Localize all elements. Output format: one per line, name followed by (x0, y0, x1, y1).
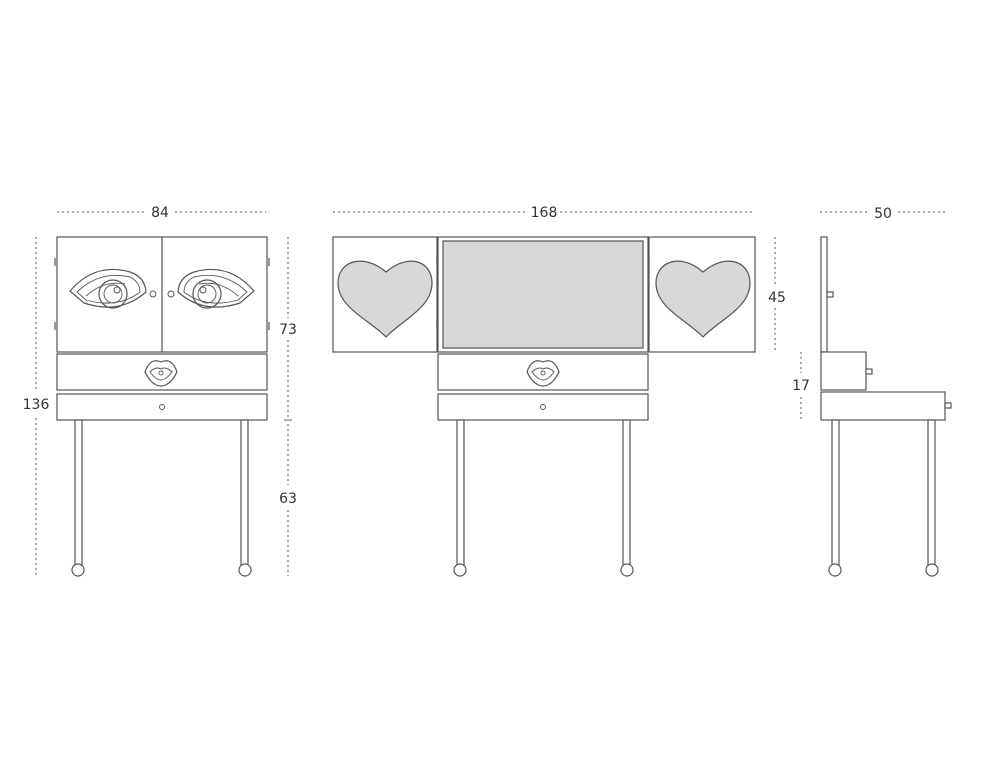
mirror-height-label: 45 (768, 290, 786, 306)
caster-wheel (620, 563, 634, 577)
depth-label: 50 (874, 206, 892, 222)
base-side (820, 391, 946, 421)
drawer-height-label: 17 (792, 378, 810, 394)
caster-wheel (453, 563, 467, 577)
lips-icon (144, 360, 178, 387)
upper-drawer-side (820, 351, 867, 391)
mirror (442, 240, 644, 349)
heart-icon (655, 260, 751, 338)
cabinet-height-label: 73 (279, 322, 297, 338)
knob-side (826, 291, 834, 298)
side-view: 50 17 (792, 206, 952, 577)
eye-icon (177, 268, 255, 309)
leg (240, 419, 249, 566)
knob-side (944, 402, 952, 409)
leg (831, 419, 840, 566)
width-label: 84 (151, 205, 169, 221)
leg (622, 419, 631, 566)
leg-height-label: 63 (279, 491, 297, 507)
heart-icon (337, 260, 433, 338)
upper-drawer (437, 353, 649, 391)
front-view-closed: 84 136 73 63 (23, 205, 297, 577)
door-knob (167, 290, 175, 298)
open-width-label: 168 (531, 205, 558, 221)
upper-drawer (56, 353, 268, 391)
door-knob (149, 290, 157, 298)
front-view-open: 168 45 (332, 205, 786, 577)
caster-wheel (71, 563, 85, 577)
caster-wheel (925, 563, 939, 577)
eye-icon (69, 268, 147, 309)
leg (74, 419, 83, 566)
caster-wheel (828, 563, 842, 577)
caster-wheel (238, 563, 252, 577)
leg (927, 419, 936, 566)
knob-side (865, 368, 873, 375)
drawer-knob (159, 404, 165, 410)
lower-drawer (437, 393, 649, 421)
leg (456, 419, 465, 566)
lower-drawer (56, 393, 268, 421)
back-panel (820, 236, 828, 353)
total-height-label: 136 (23, 397, 50, 413)
drawer-knob (540, 404, 546, 410)
lips-icon (526, 360, 560, 387)
